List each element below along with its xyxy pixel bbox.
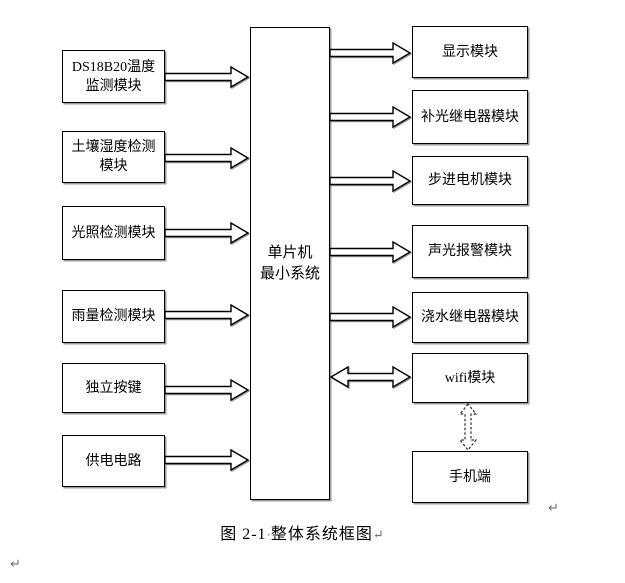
module-box-power: 供电电路 — [62, 435, 165, 487]
module-label: 供电电路 — [85, 453, 142, 469]
module-label: 补光继电器模块 — [421, 109, 519, 125]
module-label: 手机端 — [449, 469, 491, 485]
space-dot-mark: · — [266, 527, 271, 542]
arrow-rain-to-mcu-icon — [165, 303, 250, 327]
module-label: 浇水继电器模块 — [421, 310, 519, 325]
module-box-phone: 手机端 — [412, 451, 528, 503]
arrow-keys-to-mcu-icon — [165, 378, 250, 402]
module-box-keys: 独立按键 — [62, 363, 165, 413]
return-mark-icon: ↵ — [10, 557, 21, 572]
module-label: DS18B20温度监测模块 — [71, 59, 156, 94]
arrow-mcu-to-light-relay-icon — [330, 105, 412, 129]
module-box-sound-light-alarm: 声光报警模块 — [412, 225, 528, 278]
module-label: 声光报警模块 — [428, 244, 512, 259]
figure-caption-number: 图 2-1 — [220, 526, 267, 543]
module-box-ds18b20-temperature: DS18B20温度监测模块 — [62, 50, 165, 103]
mcu-label-line2: 最小系统 — [259, 265, 320, 282]
arrow-mcu-wifi-bidirectional-icon — [330, 365, 412, 389]
module-box-water-relay: 浇水继电器模块 — [412, 292, 528, 343]
arrow-soil-to-mcu-icon — [165, 146, 250, 170]
mcu-box: 单片机 最小系统 — [250, 27, 330, 500]
arrow-wifi-phone-dashed-icon — [458, 403, 478, 451]
arrow-mcu-to-water-relay-icon — [330, 305, 412, 329]
module-label: wifi模块 — [444, 370, 496, 386]
module-label: 土壤湿度检测模块 — [71, 140, 156, 174]
arrow-power-to-mcu-icon — [165, 448, 250, 472]
module-box-rain-detect: 雨量检测模块 — [62, 290, 165, 343]
figure-caption-title: 整体系统框图 — [270, 526, 373, 543]
mcu-label-line1: 单片机 — [267, 244, 313, 261]
module-box-light-detect: 光照检测模块 — [62, 206, 165, 260]
figure-caption: 图 2-1·整体系统框图↵ — [0, 520, 604, 544]
arrow-temperature-to-mcu-icon — [165, 65, 250, 89]
module-label: 雨量检测模块 — [71, 309, 156, 324]
return-mark-icon: ↵ — [372, 527, 384, 542]
module-box-display: 显示模块 — [412, 26, 528, 78]
arrow-mcu-to-alarm-icon — [330, 240, 412, 264]
arrow-mcu-to-stepper-icon — [330, 169, 412, 193]
module-label: 显示模块 — [442, 44, 498, 60]
module-box-light-relay: 补光继电器模块 — [412, 90, 528, 144]
module-box-stepper-motor: 步进电机模块 — [412, 156, 528, 205]
arrow-mcu-to-display-icon — [330, 41, 412, 65]
module-label: 光照检测模块 — [71, 225, 156, 241]
return-mark-icon: ↵ — [548, 501, 559, 516]
module-label: 步进电机模块 — [428, 173, 512, 188]
module-box-wifi: wifi模块 — [412, 353, 528, 403]
arrow-light-to-mcu-icon — [165, 221, 250, 245]
module-box-soil-humidity: 土壤湿度检测模块 — [62, 131, 165, 183]
module-label: 独立按键 — [85, 380, 142, 396]
